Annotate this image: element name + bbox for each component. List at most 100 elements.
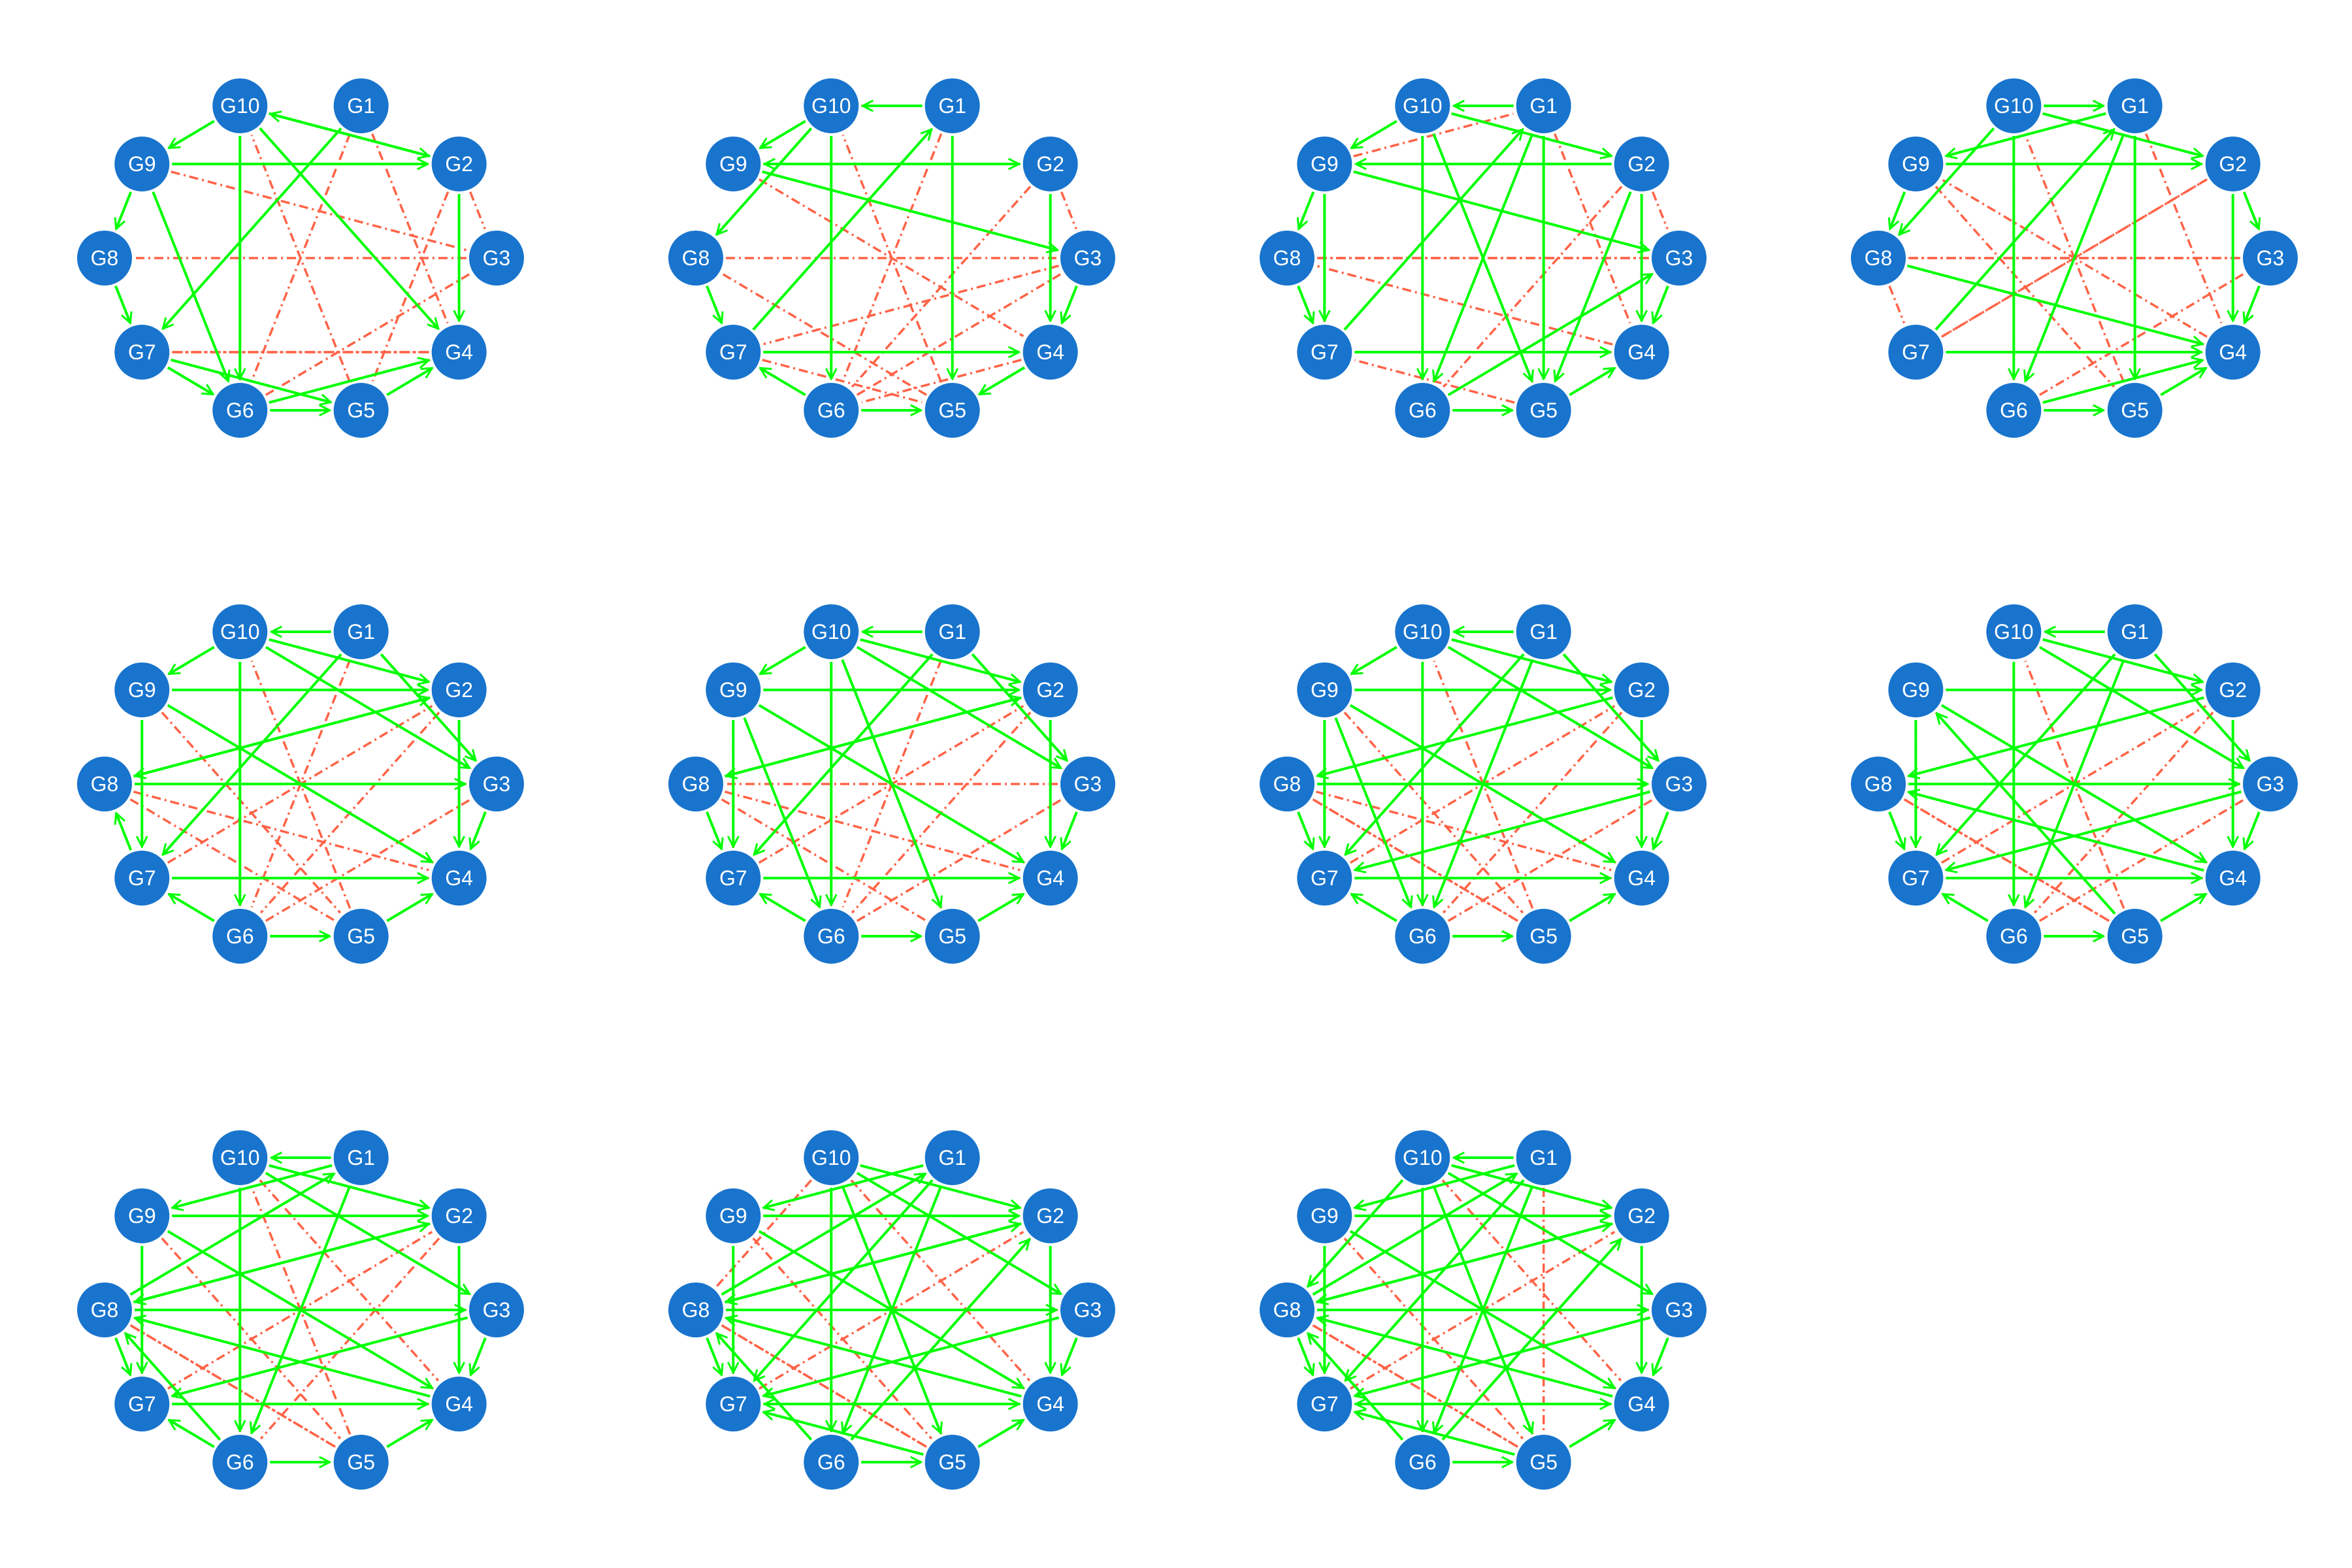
gene-node: G5 [2107, 909, 2163, 964]
inhibiting-edge [2145, 133, 2223, 324]
inhibiting-edge [1888, 286, 1906, 324]
gene-node-label: G10 [220, 620, 259, 644]
activating-edge [116, 191, 133, 229]
gene-node-circle [1022, 325, 1078, 380]
gene-node: G7 [1888, 851, 1944, 906]
activating-edge [754, 1179, 934, 1380]
activating-edge [2153, 653, 2249, 760]
gene-node: G5 [924, 1435, 980, 1490]
gene-node-circle [1888, 136, 1944, 191]
gene-node: G2 [431, 136, 487, 191]
gene-node-label: G10 [1994, 94, 2033, 118]
gene-node-circle [2243, 757, 2298, 811]
gene-node-circle [431, 136, 487, 191]
gene-node-circle [668, 1282, 723, 1337]
gene-node: G3 [2243, 757, 2298, 811]
activating-edge [752, 129, 932, 331]
gene-node-circle [1297, 1377, 1352, 1432]
gene-node-circle [2205, 325, 2261, 380]
activating-edge [1312, 1172, 1517, 1296]
activating-edge [1434, 659, 1534, 907]
gene-node-circle [804, 909, 859, 964]
gene-node-circle [114, 1188, 170, 1243]
gene-node: G5 [1516, 1435, 1571, 1490]
gene-node-label: G4 [445, 340, 473, 364]
activating-edge [1569, 892, 1614, 923]
gene-node-label: G6 [226, 399, 254, 422]
gene-node-circle [431, 1377, 487, 1432]
gene-node: G4 [1614, 851, 1669, 906]
gene-node: G4 [1022, 325, 1078, 380]
gene-node-label: G8 [1865, 246, 1893, 270]
gene-node-circle [77, 757, 132, 811]
gene-node: G6 [1395, 383, 1450, 438]
gene-node: G9 [706, 136, 761, 191]
gene-node-label: G3 [2257, 772, 2285, 796]
gene-node: G2 [1614, 662, 1669, 717]
gene-node-label: G7 [1311, 866, 1339, 890]
gene-node-label: G3 [1665, 246, 1693, 270]
gene-node-label: G8 [1273, 772, 1301, 796]
inhibiting-edge [250, 133, 351, 382]
gene-node: G1 [333, 604, 389, 659]
gene-node-circle [1297, 662, 1352, 717]
gene-node: G3 [2243, 231, 2298, 286]
gene-node-label: G6 [1409, 924, 1437, 948]
gene-node-circle [706, 325, 761, 380]
gene-node-circle [1614, 325, 1669, 380]
gene-node-label: G1 [1529, 620, 1558, 644]
activating-edge [470, 811, 487, 849]
inhibiting-edge [1313, 1324, 1519, 1448]
gene-node-label: G6 [1409, 1450, 1437, 1474]
gene-node: G7 [706, 325, 761, 380]
inhibiting-edge [171, 171, 467, 252]
gene-node: G1 [1516, 1130, 1571, 1185]
gene-node-label: G2 [2219, 678, 2247, 702]
gene-node: G5 [1516, 909, 1571, 964]
activating-edge [2025, 659, 2125, 907]
gene-node-circle [469, 757, 524, 811]
activating-edge [169, 1418, 215, 1448]
gene-node-label: G8 [1865, 772, 1893, 796]
gene-node-circle [924, 1435, 980, 1490]
gene-node: G3 [1060, 1282, 1115, 1337]
activating-edge [169, 120, 215, 150]
gene-node: G2 [2205, 662, 2261, 717]
gene-node-label: G5 [938, 924, 966, 948]
activating-edge [760, 367, 806, 397]
gene-node-circle [333, 1435, 389, 1490]
gene-node-label: G7 [1311, 340, 1339, 364]
gene-node: G9 [114, 136, 170, 191]
activating-edge [762, 170, 1058, 250]
gene-node-circle [77, 231, 132, 286]
gene-node-circle [1516, 1130, 1571, 1185]
gene-node-circle [1395, 1130, 1450, 1185]
gene-node: G5 [2107, 383, 2163, 438]
activating-edge [135, 1318, 431, 1398]
gene-node-label: G9 [1902, 152, 1930, 176]
activating-edge [1352, 892, 1397, 923]
inhibiting-edge [722, 272, 928, 397]
activating-edge [2244, 811, 2261, 849]
gene-node-circle [2205, 851, 2261, 906]
gene-node-label: G4 [445, 866, 473, 890]
gene-node: G1 [2107, 604, 2163, 659]
activating-edge [1569, 1418, 1614, 1448]
gene-node-label: G4 [1627, 866, 1656, 890]
gene-node-label: G1 [347, 94, 375, 118]
gene-node-circle [1851, 231, 1906, 286]
activating-edge [2160, 892, 2206, 923]
activating-edge [1653, 286, 1669, 323]
activating-edge [2025, 133, 2125, 382]
gene-node-label: G1 [347, 1146, 375, 1169]
activating-edge [850, 1239, 1030, 1441]
inhibiting-edge [861, 359, 1022, 404]
activating-edge [1908, 696, 2204, 776]
activating-edge [1062, 1337, 1078, 1375]
gene-node: G3 [469, 757, 524, 811]
gene-node-circle [212, 78, 268, 133]
activating-edge [172, 1164, 333, 1208]
